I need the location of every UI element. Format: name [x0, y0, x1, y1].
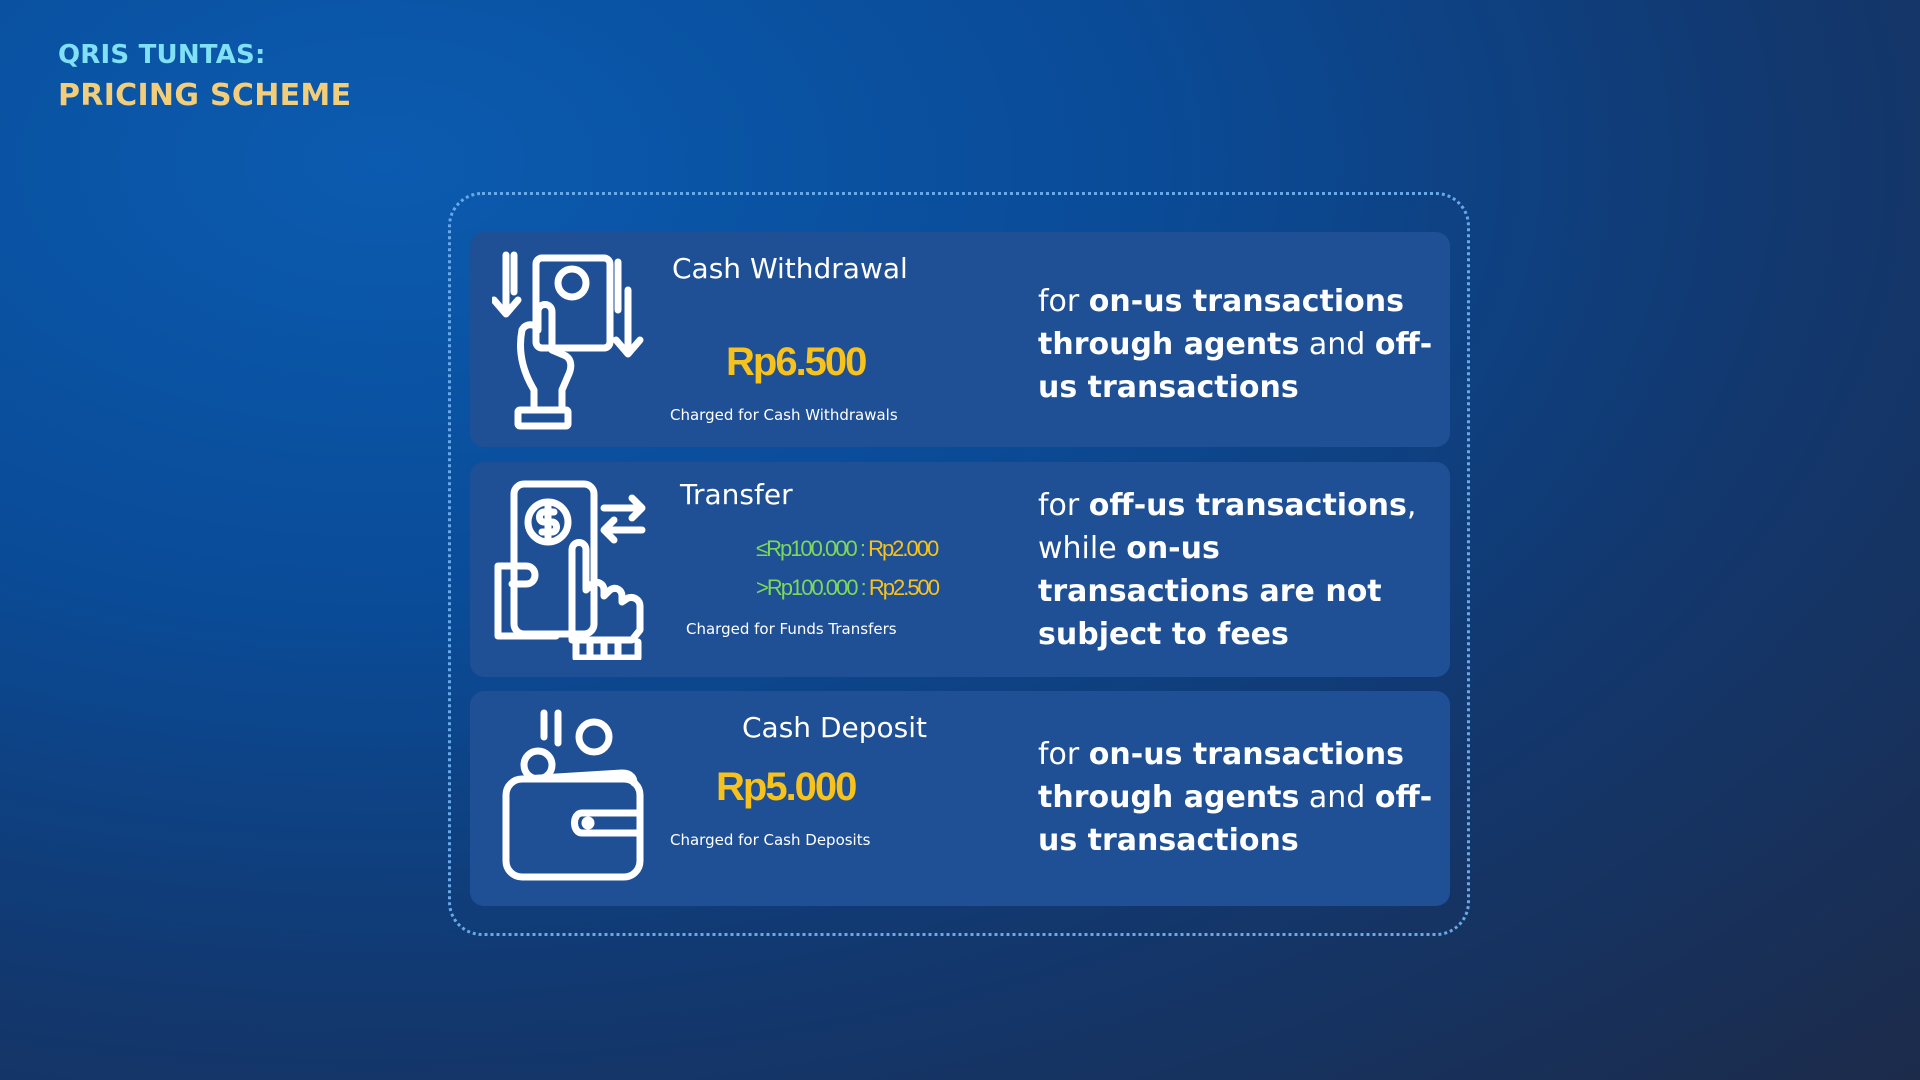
- card-title: Cash Withdrawal: [672, 252, 908, 285]
- price-note: Charged for Cash Withdrawals: [670, 406, 898, 424]
- card-title: Transfer: [680, 478, 793, 511]
- page-title: QRIS TUNTAS:: [58, 40, 266, 70]
- price-note: Charged for Cash Deposits: [670, 831, 871, 849]
- header: QRIS TUNTAS: PRICING SCHEME: [58, 40, 351, 113]
- tier-label: >Rp100.000 :: [756, 575, 869, 600]
- cash-deposit-card: Cash Deposit Rp5.000 Charged for Cash De…: [470, 691, 1450, 906]
- tier-amount: Rp2.000: [868, 536, 939, 561]
- tier-row: ≤Rp100.000 : Rp2.000: [756, 536, 939, 562]
- tier-amount: Rp2.500: [868, 575, 940, 600]
- tier-row: >Rp100.000 : Rp2.500: [756, 575, 940, 601]
- page-subtitle: PRICING SCHEME: [58, 78, 352, 113]
- cash-withdrawal-icon: [490, 250, 652, 430]
- cash-withdrawal-card: Cash Withdrawal Rp6.500 Charged for Cash…: [470, 232, 1450, 447]
- card-title: Cash Deposit: [742, 711, 927, 744]
- transfer-card: Transfer ≤Rp100.000 : Rp2.000 >Rp100.000…: [470, 462, 1450, 677]
- card-description: for on-us transactions through agents an…: [1038, 737, 1433, 858]
- price-value: Rp5.000: [716, 765, 857, 809]
- wallet-deposit-icon: [492, 709, 652, 889]
- card-description: for off-us transactions, while on-us tra…: [1038, 488, 1417, 652]
- transfer-phone-icon: [492, 480, 652, 662]
- card-description: for on-us transactions through agents an…: [1038, 284, 1433, 405]
- price-value: Rp6.500: [726, 340, 867, 384]
- dotted-frame: [448, 192, 1470, 936]
- tier-label: ≤Rp100.000 :: [756, 536, 869, 561]
- price-note: Charged for Funds Transfers: [686, 620, 897, 638]
